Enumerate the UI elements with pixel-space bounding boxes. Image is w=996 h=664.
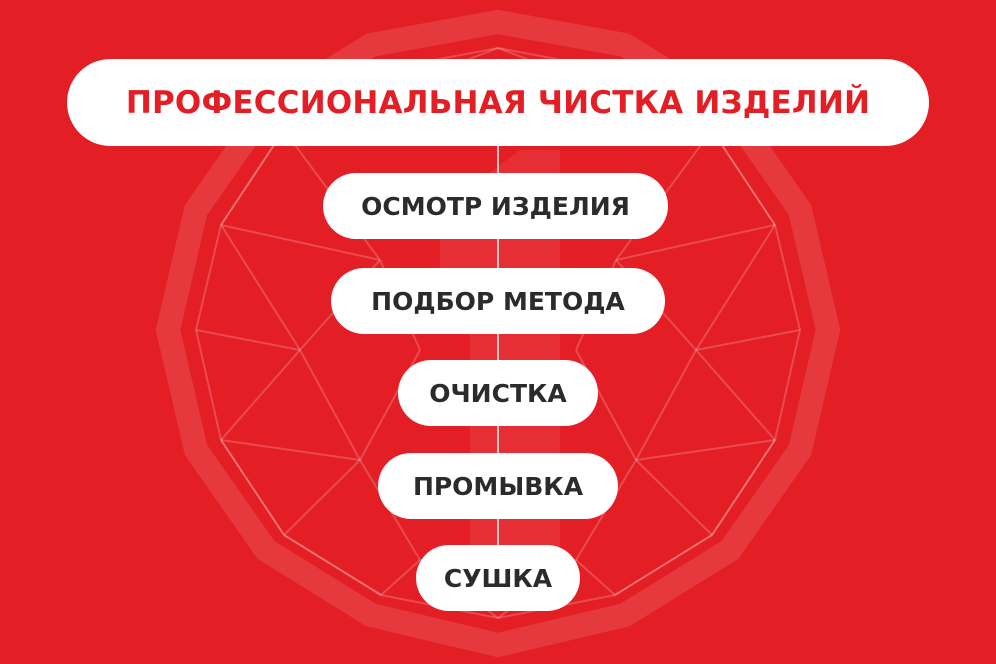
- title-pill: ПРОФЕССИОНАЛЬНАЯ ЧИСТКА ИЗДЕЛИЙ: [67, 59, 929, 146]
- step-label: ОЧИСТКА: [429, 378, 567, 408]
- step-pill-method-selection: ПОДБОР МЕТОДА: [331, 268, 665, 334]
- step-label: СУШКА: [443, 563, 553, 593]
- step-label: ПРОМЫВКА: [412, 471, 584, 501]
- step-pill-rinsing: ПРОМЫВКА: [378, 453, 618, 519]
- step-label: ОСМОТР ИЗДЕЛИЯ: [361, 191, 630, 221]
- step-pill-cleaning: ОЧИСТКА: [398, 360, 598, 426]
- step-pill-drying: СУШКА: [416, 545, 580, 611]
- vertical-connector-line: [497, 140, 499, 570]
- step-pill-inspection: ОСМОТР ИЗДЕЛИЯ: [323, 173, 668, 239]
- title-text: ПРОФЕССИОНАЛЬНАЯ ЧИСТКА ИЗДЕЛИЙ: [125, 84, 871, 121]
- step-label: ПОДБОР МЕТОДА: [371, 286, 625, 316]
